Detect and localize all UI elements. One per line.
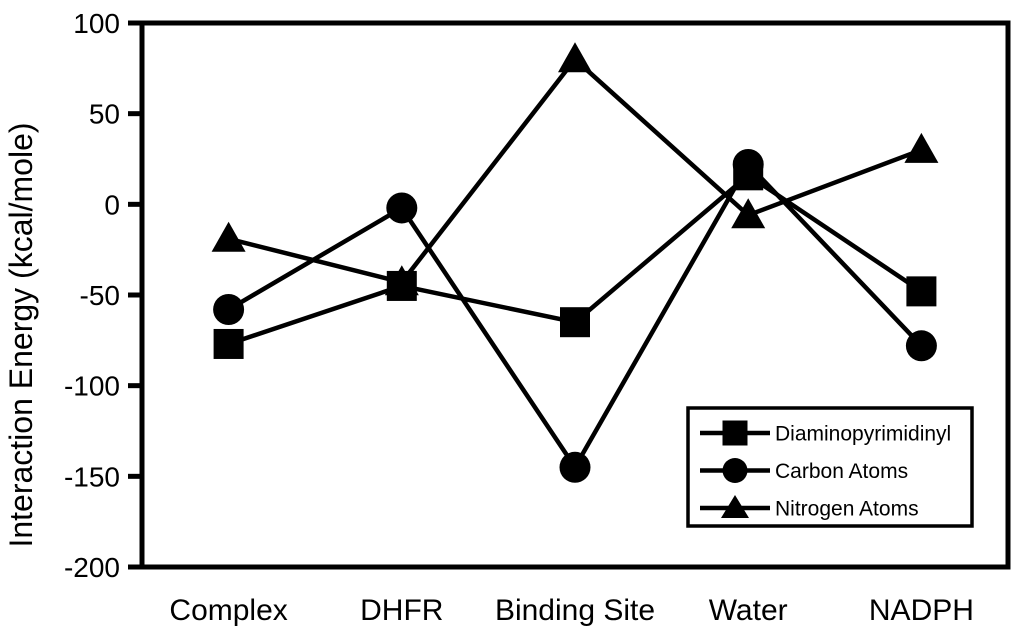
- marker-carbon-atoms-nadph: [905, 330, 937, 362]
- legend-marker-square-icon: [722, 420, 748, 446]
- y-tick-label--50: -50: [80, 280, 120, 311]
- x-category-label-dhfr: DHFR: [360, 594, 443, 627]
- legend-item-nitrogen-atoms: Nitrogen Atoms: [700, 495, 919, 521]
- x-category-label-binding-site: Binding Site: [495, 594, 655, 627]
- marker-diaminopyrimidinyl-complex: [213, 328, 244, 359]
- marker-carbon-atoms-complex: [213, 294, 245, 326]
- marker-diaminopyrimidinyl-binding-site: [560, 307, 590, 338]
- marker-diaminopyrimidinyl-water: [733, 160, 764, 191]
- legend-marker-circle-icon: [722, 458, 748, 483]
- y-tick-label--150: -150: [64, 461, 120, 492]
- marker-carbon-atoms-binding-site: [559, 451, 591, 483]
- legend-label-diaminopyrimidinyl: Diaminopyrimidinyl: [775, 423, 951, 446]
- marker-nitrogen-atoms-water: [731, 198, 766, 229]
- marker-diaminopyrimidinyl-nadph: [906, 276, 937, 307]
- marker-carbon-atoms-dhfr: [386, 192, 418, 224]
- x-category-label-complex: Complex: [169, 594, 287, 627]
- y-tick-label--200: -200: [64, 552, 120, 583]
- legend-label-carbon-atoms: Carbon Atoms: [775, 460, 908, 483]
- y-tick-label-0: 0: [104, 189, 120, 220]
- y-tick-label-50: 50: [89, 99, 120, 130]
- legend-marker-triangle-icon: [721, 495, 749, 518]
- x-category-label-nadph: NADPH: [869, 594, 974, 627]
- legend-item-carbon-atoms: Carbon Atoms: [700, 458, 908, 483]
- legend-item-diaminopyrimidinyl: Diaminopyrimidinyl: [700, 420, 951, 446]
- y-axis-title: Interaction Energy (kcal/mole): [3, 122, 39, 547]
- x-category-label-water: Water: [709, 594, 788, 627]
- marker-nitrogen-atoms-nadph: [904, 132, 939, 163]
- legend-label-nitrogen-atoms: Nitrogen Atoms: [775, 498, 919, 521]
- marker-diaminopyrimidinyl-dhfr: [386, 270, 417, 301]
- marker-nitrogen-atoms-complex: [211, 221, 246, 252]
- y-tick-label--100: -100: [64, 371, 120, 402]
- marker-nitrogen-atoms-binding-site: [558, 42, 592, 73]
- y-tick-label-100: 100: [73, 8, 120, 39]
